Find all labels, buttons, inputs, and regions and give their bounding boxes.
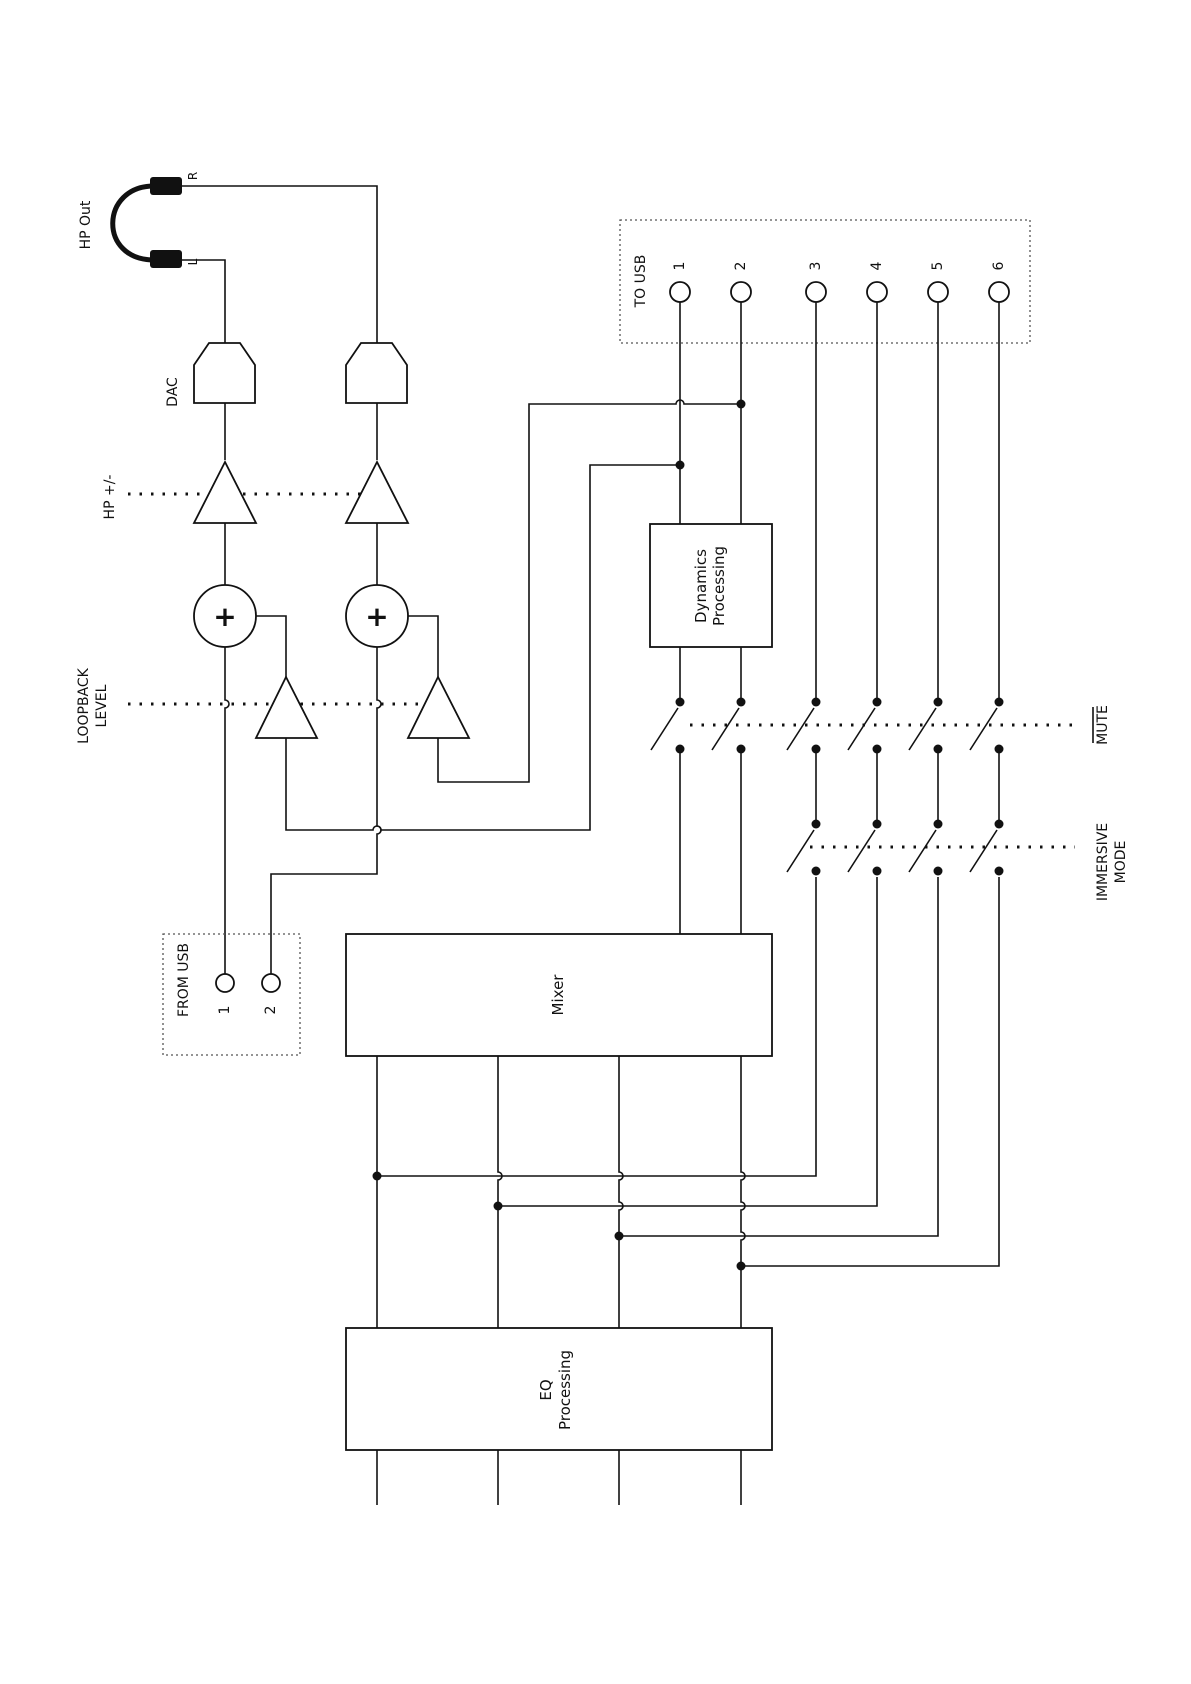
hp-amp-left	[194, 462, 256, 523]
from-usb-port-1-label: 1	[217, 1006, 233, 1015]
from-usb-1-wire	[225, 647, 229, 975]
from-usb-port-1	[216, 974, 234, 992]
mute-label: MUTE	[1095, 705, 1111, 745]
summer-right: +	[346, 585, 408, 647]
mute-switch-6	[970, 708, 997, 750]
to-usb-port-1	[670, 282, 690, 302]
immersive-switch-3	[787, 830, 814, 872]
hp-left-wire	[182, 260, 225, 343]
dac-left	[194, 343, 255, 403]
mute-switch-5	[909, 708, 936, 750]
hp-amp-right	[346, 462, 408, 523]
dac-label: DAC	[165, 377, 181, 407]
to-usb-label: TO USB	[633, 255, 649, 309]
from-usb-port-2	[262, 974, 280, 992]
immersive-switch-5	[909, 830, 936, 872]
mixer-label: Mixer	[549, 974, 567, 1016]
immersive-label-line1: IMMERSIVE	[1095, 823, 1111, 901]
headphone-icon	[113, 177, 182, 268]
summer-left-symbol: +	[213, 600, 236, 633]
loopback-label-line2: LEVEL	[94, 684, 110, 727]
dynamics-label-line2: Processing	[710, 546, 728, 626]
bus-3	[619, 1056, 623, 1328]
eq-label-line1: EQ	[537, 1379, 555, 1400]
mute-switch-1	[651, 708, 678, 750]
to-usb-port-1-label: 1	[672, 262, 688, 271]
mute-switch-4	[848, 708, 875, 750]
from-usb-port-2-label: 2	[263, 1006, 279, 1015]
bus-4	[741, 1056, 745, 1328]
bus-2	[498, 1056, 502, 1328]
hp-right-label: R	[186, 172, 200, 180]
hp-out-label: HP Out	[78, 200, 94, 249]
loopback-label-line1: LOOPBACK	[76, 667, 92, 743]
loopback-amp-left	[256, 677, 317, 738]
loopback-left-feed	[286, 465, 680, 830]
summer-right-symbol: +	[365, 600, 388, 633]
to-usb-port-4	[867, 282, 887, 302]
to-usb-port-3	[806, 282, 826, 302]
summer-left: +	[194, 585, 256, 647]
hp-right-wire	[182, 186, 377, 343]
dac-right	[346, 343, 407, 403]
from-usb-label: FROM USB	[176, 943, 192, 1017]
eq-label-line2: Processing	[556, 1350, 574, 1430]
to-usb-port-6	[989, 282, 1009, 302]
to-usb-port-5-label: 5	[930, 262, 946, 271]
mute-switch-3	[787, 708, 814, 750]
to-usb-port-5	[928, 282, 948, 302]
ch6-return	[741, 877, 999, 1266]
dynamics-label-line1: Dynamics	[692, 549, 710, 623]
loopback-amp-right	[408, 677, 469, 738]
to-usb-port-2-label: 2	[733, 262, 749, 271]
mute-switch-2	[712, 708, 739, 750]
immersive-switch-4	[848, 830, 875, 872]
to-usb-port-6-label: 6	[991, 261, 1007, 270]
immersive-switch-6	[970, 830, 997, 872]
immersive-label-line2: MODE	[1113, 841, 1129, 884]
to-usb-port-3-label: 3	[808, 262, 824, 271]
to-usb-port-2	[731, 282, 751, 302]
to-usb-port-4-label: 4	[869, 261, 885, 270]
hp-level-label: HP +/-	[102, 475, 118, 520]
